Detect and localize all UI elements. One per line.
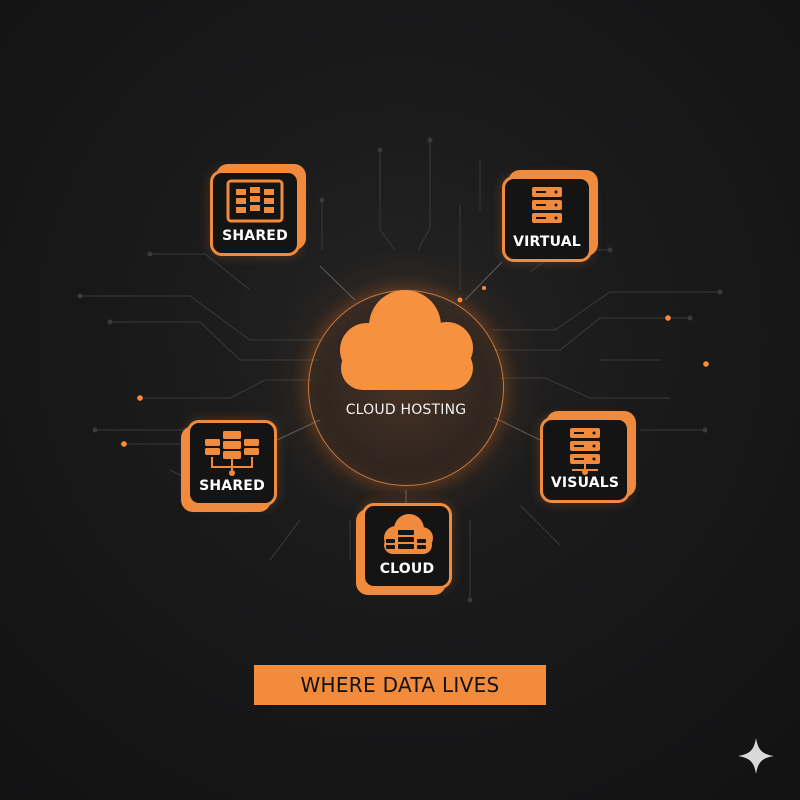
server-stack-icon <box>570 428 600 475</box>
hosting-card-visuals[interactable]: VISUALS <box>540 417 630 503</box>
hosting-card-shared-top[interactable]: SHARED <box>210 170 300 256</box>
tagline-banner: WHERE DATA LIVES <box>254 665 546 705</box>
hosting-card-cloud[interactable]: CLOUD <box>362 503 452 589</box>
cloud-server-icon <box>384 514 433 554</box>
sparkle-icon <box>738 738 774 774</box>
server-rack-icon <box>226 179 284 223</box>
card-label: SHARED <box>199 478 265 494</box>
hub-label: CLOUD HOSTING <box>345 402 467 418</box>
card-label: VIRTUAL <box>513 234 581 250</box>
server-stack-icon <box>532 187 562 223</box>
hosting-card-shared-bottom[interactable]: SHARED <box>187 420 277 506</box>
server-network-icon <box>205 431 259 476</box>
card-label: VISUALS <box>550 475 620 491</box>
hosting-card-virtual[interactable]: VIRTUAL <box>502 176 592 262</box>
card-label: CLOUD <box>379 561 435 577</box>
card-label: SHARED <box>222 228 288 244</box>
cloud-icon <box>340 290 473 390</box>
